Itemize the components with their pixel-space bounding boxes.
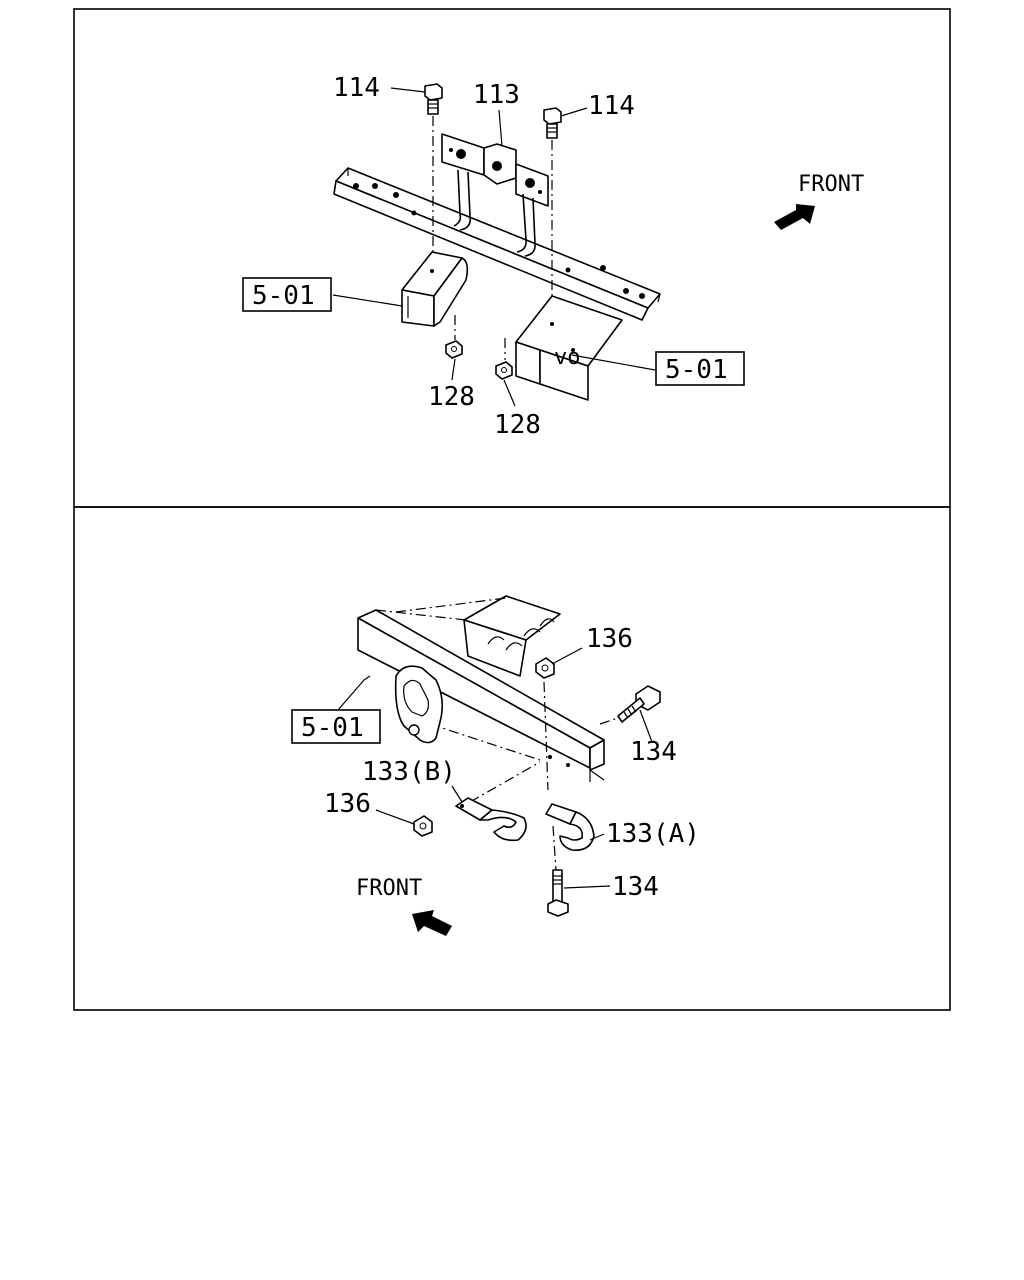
shackle: [394, 665, 444, 744]
ref-box-5-01-left: [242, 277, 332, 312]
callout-113: 113: [473, 80, 520, 110]
bolt-114-right: [543, 107, 562, 139]
callout-128-left: 128: [428, 382, 475, 412]
ref-box-5-01-right: [655, 351, 745, 386]
nut-136-upper: [535, 657, 555, 679]
ref-5-01-right: 5-01: [665, 355, 728, 385]
ref-5-01-left: 5-01: [252, 281, 315, 311]
callout-133a: 133(A): [606, 819, 700, 849]
bracket-113: [441, 133, 549, 257]
front-arrow-icon: [774, 204, 815, 230]
bolt-134-lower: [547, 869, 569, 917]
front-label-bottom: FRONT: [356, 876, 422, 901]
nut-128-right: [495, 361, 513, 380]
front-arrow-icon: [412, 910, 452, 936]
ref-box-5-01-frame: [291, 709, 381, 744]
hook-133a: [545, 803, 595, 852]
rail: [333, 167, 661, 321]
ref-5-01-frame: 5-01: [301, 713, 364, 743]
callout-128-right: 128: [494, 410, 541, 440]
bottom-panel-frame: [73, 506, 951, 1011]
bolt-114-left: [424, 83, 443, 115]
callout-136-left: 136: [324, 789, 371, 819]
frame-channel-right: vo: [515, 295, 623, 401]
callout-134-lower: 134: [612, 872, 659, 902]
bottom-panel: 136 134 133(B) 136 133(A) 134 5-01 FRONT: [291, 595, 700, 936]
top-panel: vo 114 114 113 128 128 5-01 5-01 FRONT: [242, 73, 864, 440]
nut-136-left: [413, 815, 433, 837]
hook-133b: [455, 797, 527, 842]
frame-rail: [357, 609, 605, 782]
front-label-top: FRONT: [798, 172, 864, 197]
nut-128-left: [445, 340, 463, 359]
crossmember: [463, 595, 561, 677]
callout-136-upper: 136: [586, 624, 633, 654]
callout-114-left: 114: [333, 73, 380, 103]
bolt-134-upper: [617, 685, 661, 723]
svg-text:vo: vo: [554, 345, 581, 370]
callout-133b: 133(B): [362, 757, 456, 787]
frame-channel-left: [401, 251, 469, 327]
callout-114-right: 114: [588, 91, 635, 121]
callout-134-upper: 134: [630, 737, 677, 767]
